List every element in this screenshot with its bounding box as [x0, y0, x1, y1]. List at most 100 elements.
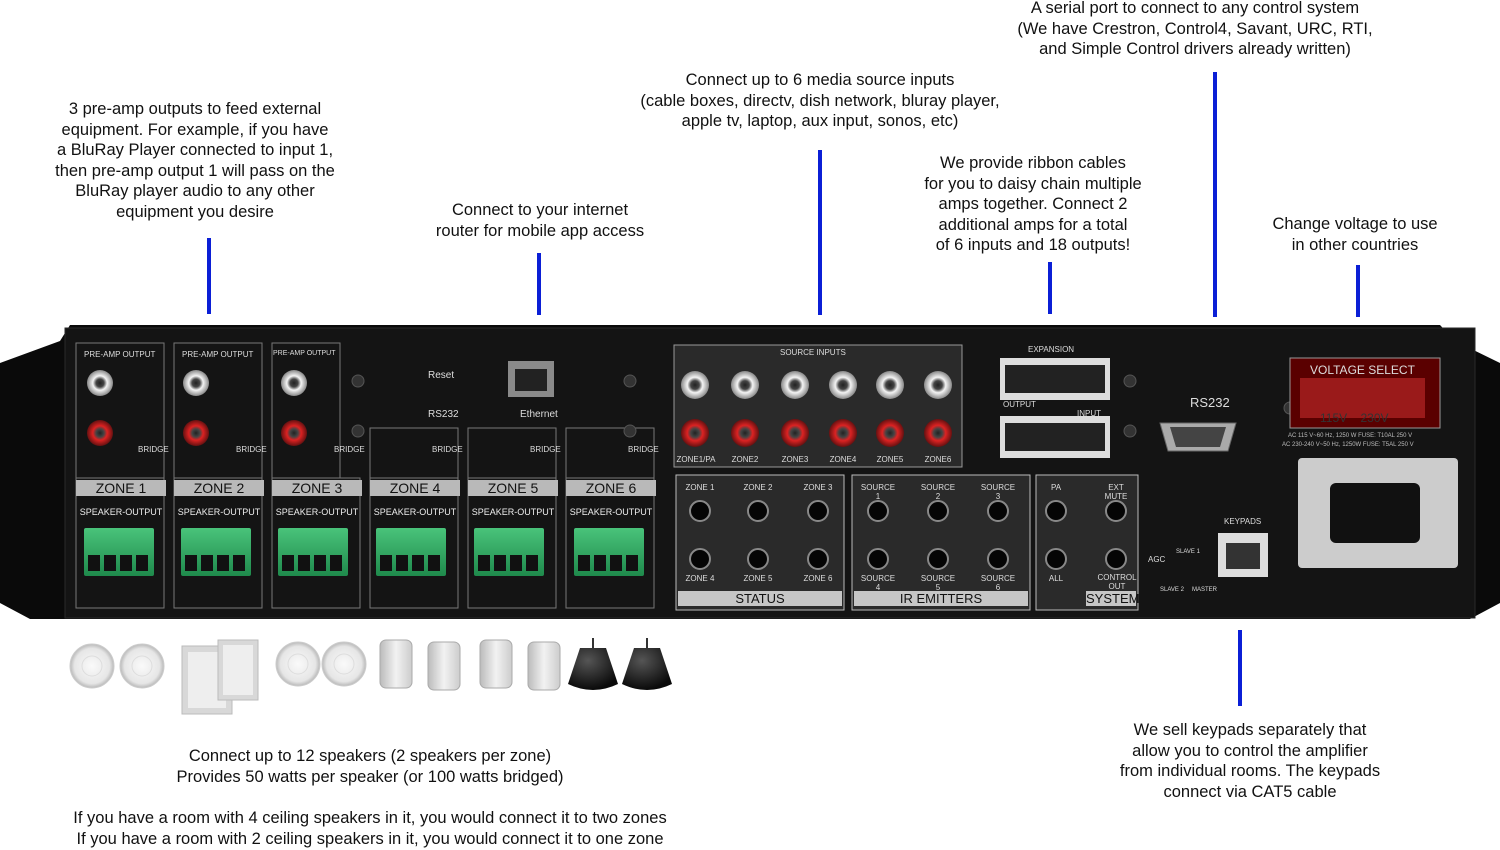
source-name: ZONE2 — [731, 455, 759, 464]
bridge-label: BRIDGE — [530, 445, 561, 454]
callout-line: from individual rooms. The keypads — [1119, 762, 1381, 781]
master-label: MASTER — [1192, 587, 1218, 593]
status-zone-label: ZONE 6 — [803, 574, 833, 583]
zones-callout: If you have a room with 4 ceiling speake… — [20, 808, 720, 849]
bookshelf-speaker-icon — [479, 639, 513, 689]
pendant-speaker-icon — [568, 638, 618, 690]
zone-1-label: ZONE 1 — [76, 480, 166, 496]
ir-source-label: SOURCE 2 — [920, 483, 956, 501]
callout-line: amps together. Connect 2 — [938, 195, 1128, 214]
amplifier-rear-panel: PRE-AMP OUTPUT PRE-AMP OUTPUT PRE-AMP OU… — [0, 323, 1500, 623]
callout-line: additional amps for a total — [938, 215, 1128, 234]
pointer-line — [207, 238, 211, 314]
reset-label: Reset — [428, 370, 455, 381]
ribbon-cables-callout: We provide ribbon cables for you to dais… — [893, 153, 1173, 256]
zone-2-label: ZONE 2 — [174, 480, 264, 496]
callout-line: allow you to control the amplifier — [1132, 741, 1368, 760]
ethernet-label: Ethernet — [520, 409, 558, 420]
callout-line: We provide ribbon cables — [940, 154, 1126, 172]
status-zone-label: ZONE 4 — [685, 574, 715, 583]
ac-rating-line: AC 230-240 V~50 Hz, 1250W FUSE: T5AL 250… — [1282, 442, 1414, 448]
bookshelf-speaker-icon — [527, 641, 561, 691]
ir-source-label: SOURCE 4 — [860, 574, 896, 592]
ir-source-label: SOURCE 1 — [860, 483, 896, 501]
callout-line: If you have a room with 2 ceiling speake… — [76, 829, 664, 848]
callout-line: in other countries — [1291, 235, 1419, 254]
callout-line: (cable boxes, directv, dish network, blu… — [640, 91, 1000, 110]
preamp-label: PRE-AMP OUTPUT — [84, 350, 156, 359]
status-zone-label: ZONE 2 — [743, 483, 773, 492]
slave2-label: SLAVE 2 — [1160, 587, 1184, 593]
bridge-label: BRIDGE — [628, 445, 659, 454]
callout-line: a BluRay Player connected to input 1, — [56, 141, 334, 160]
rs232-switch-label: RS232 — [428, 409, 459, 420]
callout-line: equipment you desire — [116, 202, 274, 221]
bridge-label: BRIDGE — [138, 445, 169, 454]
ir-source-label: SOURCE 3 — [980, 483, 1016, 501]
callout-line: If you have a room with 4 ceiling speake… — [73, 809, 667, 827]
ceiling-speaker-icon — [275, 641, 321, 687]
pendant-speaker-icon — [622, 638, 672, 690]
ethernet-port[interactable] — [508, 361, 554, 397]
zone-6-label: ZONE 6 — [566, 480, 656, 496]
system-jack-label: EXT MUTE — [1104, 483, 1128, 501]
callout-line: 3 pre-amp outputs to feed external — [68, 100, 322, 118]
preamp-label: PRE-AMP OUTPUT — [182, 350, 254, 359]
callout-line: Connect up to 12 speakers (2 speakers pe… — [188, 747, 552, 765]
bridge-label: BRIDGE — [334, 445, 365, 454]
voltage-select-label: VOLTAGE SELECT — [1310, 363, 1415, 377]
source-inputs-label: SOURCE INPUTS — [780, 348, 846, 357]
callout-line: BluRay player audio to any other — [75, 182, 315, 201]
zone-3-label: ZONE 3 — [272, 480, 362, 496]
callout-line: (We have Crestron, Control4, Savant, URC… — [1017, 19, 1373, 38]
callout-line: apple tv, laptop, aux input, sonos, etc) — [681, 112, 959, 131]
media-inputs-callout: Connect up to 6 media source inputs (cab… — [610, 70, 1030, 132]
voltage-callout: Change voltage to use in other countries — [1245, 214, 1465, 255]
callout-line: and Simple Control drivers already writt… — [1039, 40, 1351, 59]
in-wall-speaker-icon — [181, 639, 259, 715]
pointer-line — [1356, 265, 1360, 317]
voltage-options[interactable]: 115V 230V — [1320, 411, 1389, 425]
source-name: ZONE3 — [781, 455, 809, 464]
pointer-line — [1238, 630, 1242, 706]
status-zone-label: ZONE 5 — [743, 574, 773, 583]
system-label: SYSTEM — [1086, 591, 1140, 606]
preamp-callout: 3 pre-amp outputs to feed external equip… — [30, 99, 360, 223]
callout-line: Provides 50 watts per speaker (or 100 wa… — [176, 767, 564, 786]
ir-source-label: SOURCE 5 — [920, 574, 956, 592]
slave1-label: SLAVE 1 — [1176, 549, 1200, 555]
speaker-output-label: SPEAKER-OUTPUT — [177, 507, 261, 517]
callout-line: A serial port to connect to any control … — [1030, 0, 1360, 17]
status-zone-label: ZONE 1 — [685, 483, 715, 492]
status-zone-label: ZONE 3 — [803, 483, 833, 492]
serial-port-callout: A serial port to connect to any control … — [990, 0, 1400, 60]
status-label: STATUS — [678, 591, 842, 606]
rs232-port[interactable] — [1160, 423, 1236, 451]
source-name: ZONE4 — [829, 455, 857, 464]
callout-line: Connect up to 6 media source inputs — [685, 71, 955, 89]
speakers-illustration — [69, 638, 672, 715]
source-name: ZONE5 — [876, 455, 904, 464]
ceiling-speaker-icon — [321, 641, 367, 687]
bridge-label: BRIDGE — [236, 445, 267, 454]
keypads-port[interactable] — [1218, 533, 1268, 577]
system-jack-label: CONTROL OUT — [1097, 573, 1137, 591]
bookshelf-speaker-icon — [427, 641, 461, 691]
bookshelf-speaker-icon — [379, 639, 413, 689]
callout-line: of 6 inputs and 18 outputs! — [935, 236, 1131, 255]
rs232-label: RS232 — [1190, 395, 1230, 410]
system-jack-label: PA — [1050, 483, 1062, 492]
source-name: ZONE6 — [924, 455, 952, 464]
callout-line: for you to daisy chain multiple — [924, 174, 1142, 193]
zone-5-label: ZONE 5 — [468, 480, 558, 496]
agc-label: AGC — [1148, 555, 1166, 564]
power-socket[interactable] — [1298, 458, 1458, 568]
ir-emitters-label: IR EMITTERS — [854, 591, 1028, 606]
pointer-line — [1048, 262, 1052, 314]
keypads-callout: We sell keypads separately that allow yo… — [1095, 720, 1405, 802]
speaker-output-label: SPEAKER-OUTPUT — [79, 507, 163, 517]
pointer-line — [537, 253, 541, 315]
callout-line: connect via CAT5 cable — [1163, 782, 1337, 801]
speaker-output-label: SPEAKER-OUTPUT — [373, 507, 457, 517]
pointer-line — [1213, 72, 1217, 317]
